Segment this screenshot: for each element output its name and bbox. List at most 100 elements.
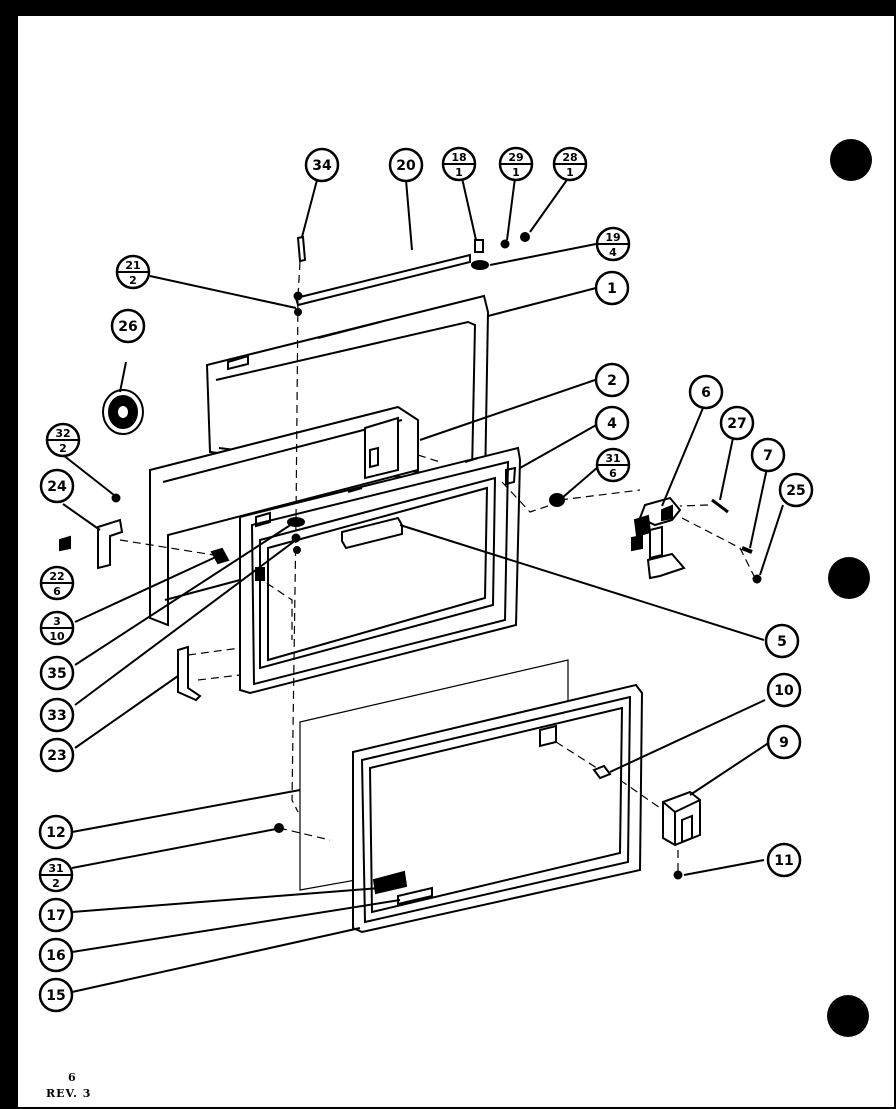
part-22 [59, 535, 71, 552]
callout-circle [764, 623, 800, 659]
binder-hole-top [830, 139, 872, 181]
callout-bottom-number: 2 [59, 442, 67, 455]
knob-part-26 [102, 389, 144, 435]
callout-number: 33 [47, 708, 66, 724]
callout-bottom-number: 1 [455, 166, 463, 179]
part-11 [673, 870, 683, 880]
frame-part-4 [239, 446, 522, 695]
callout-9: 9 [766, 724, 802, 760]
callout-top-number: 28 [562, 151, 577, 164]
callout-number: 11 [774, 853, 793, 869]
callout-35: 35 [39, 655, 75, 691]
callout-10: 10 [766, 672, 802, 708]
callout-top-number: 19 [605, 231, 620, 244]
part-29 [500, 239, 510, 249]
callout-circle [766, 842, 802, 878]
callout-number: 26 [118, 319, 137, 335]
callout-25: 25 [778, 472, 814, 508]
callout-circle [38, 937, 74, 973]
footer-page-number: 6 [68, 1071, 77, 1084]
callout-18-1: 181 [441, 146, 477, 182]
callout-number: 16 [46, 948, 65, 964]
callout-number: 35 [47, 666, 66, 682]
callout-17: 17 [38, 897, 74, 933]
parts-artwork [59, 232, 762, 934]
part-18 [474, 239, 484, 253]
callout-2: 2 [594, 362, 630, 398]
binder-hole-middle [828, 557, 870, 599]
callout-1: 1 [594, 270, 630, 306]
callout-top-number: 21 [125, 259, 140, 272]
callout-number: 4 [607, 416, 617, 432]
callout-circle [39, 468, 75, 504]
callout-bottom-number: 6 [53, 585, 61, 598]
part-27 [711, 498, 729, 514]
part-10 [592, 764, 612, 780]
callout-26: 26 [110, 308, 146, 344]
callout-5: 5 [764, 623, 800, 659]
callout-31-6: 316 [595, 447, 631, 483]
callout-bottom-number: 6 [609, 467, 617, 480]
callout-number: 10 [774, 683, 794, 699]
callout-circle [39, 655, 75, 691]
leader-lines [62, 176, 784, 993]
callout-circle [110, 308, 146, 344]
callout-number: 9 [779, 735, 789, 751]
callout-12: 12 [38, 814, 74, 850]
assembly-lines [119, 261, 757, 872]
callout-22-6: 226 [39, 565, 75, 601]
callout-circle [594, 405, 630, 441]
callout-7: 7 [750, 437, 786, 473]
callout-number: 20 [396, 158, 416, 174]
callout-32-2: 322 [45, 422, 81, 458]
callout-number: 2 [607, 373, 617, 389]
callout-16: 16 [38, 937, 74, 973]
callout-top-number: 31 [48, 862, 63, 875]
callout-31-2: 312 [38, 857, 74, 893]
callout-20: 20 [388, 147, 424, 183]
callout-circle [766, 724, 802, 760]
callout-circle [388, 147, 424, 183]
callout-29-1: 291 [498, 146, 534, 182]
callout-number: 24 [47, 479, 67, 495]
bracket-part-23 [177, 645, 202, 702]
handle-part-9 [662, 790, 701, 847]
pin-part-34 [296, 235, 307, 263]
hinge-part-6 [631, 496, 686, 580]
footer-revision: REV. 3 [46, 1087, 92, 1100]
callout-circle [594, 362, 630, 398]
part-28 [520, 232, 530, 242]
callout-11: 11 [766, 842, 802, 878]
callout-number: 5 [777, 634, 787, 650]
callout-circle [594, 270, 630, 306]
callout-bottom-number: 2 [129, 274, 137, 287]
callout-circle [719, 405, 755, 441]
callout-top-number: 3 [53, 615, 61, 628]
callout-bottom-number: 4 [609, 246, 617, 259]
callout-number: 17 [46, 908, 65, 924]
callout-number: 34 [312, 158, 332, 174]
callout-top-number: 32 [55, 427, 70, 440]
rod-part-20 [294, 253, 471, 307]
callout-24: 24 [39, 468, 75, 504]
label-part-17 [397, 886, 433, 906]
part-3 [210, 547, 230, 565]
part-19 [471, 260, 489, 270]
callout-bottom-number: 2 [52, 877, 60, 890]
callout-top-number: 22 [49, 570, 64, 583]
callout-circle [38, 814, 74, 850]
callout-bottom-number: 1 [566, 166, 574, 179]
callout-28-1: 281 [552, 146, 588, 182]
part-33-b [293, 546, 301, 554]
callout-23: 23 [39, 737, 75, 773]
callout-15: 15 [38, 977, 74, 1013]
panel-part-2 [149, 405, 419, 627]
callout-19-4: 194 [595, 226, 631, 262]
callout-circle [39, 697, 75, 733]
door-part-15 [352, 683, 644, 934]
callout-number: 15 [46, 988, 65, 1004]
part-7 [741, 546, 753, 554]
